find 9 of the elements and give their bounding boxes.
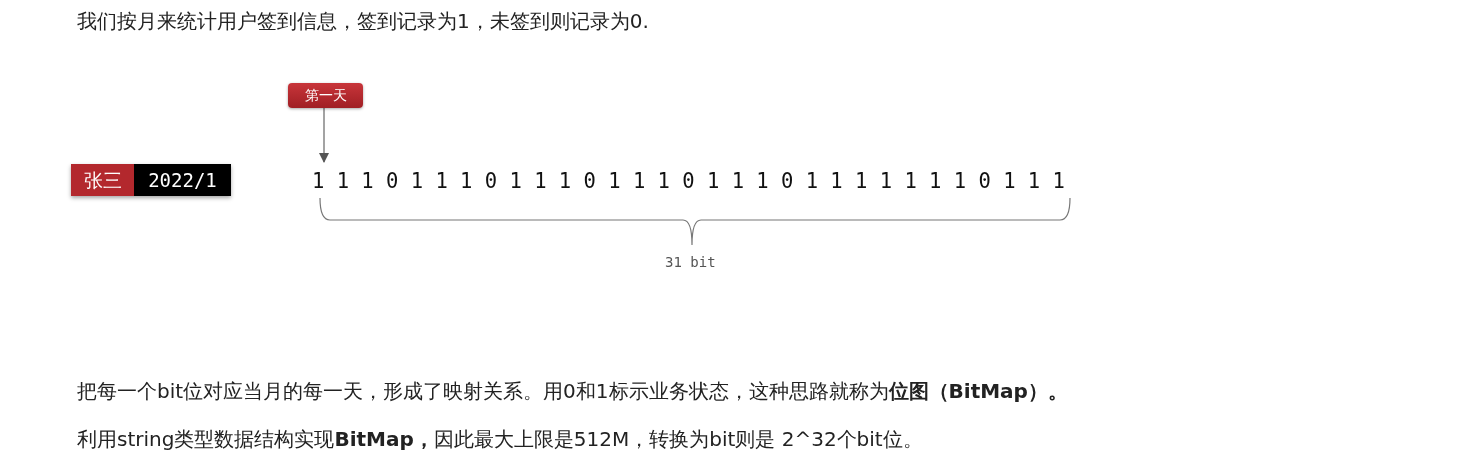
brace-label: 31 bit [665, 254, 716, 270]
month-cell: 2022/1 [134, 164, 231, 196]
name-cell: 张三 [71, 164, 134, 196]
paragraph: 利用string类型数据结构实现BitMap，因此最大上限是512M，转换为bit则是 2^32个bit位。 [77, 426, 923, 453]
arrow [319, 107, 329, 163]
intro-text: 我们按月来统计用户签到信息，签到记录为1，未签到则记录为0. [77, 8, 649, 35]
bit-sequence: 1 1 1 0 1 1 1 0 1 1 1 0 1 1 1 0 1 1 1 0 1 1 1 1 1 1 1 0 1 1 1 [312, 166, 1065, 196]
tag-label: 第一天 [288, 83, 363, 108]
paragraph: 把每一个bit位对应当月的每一天，形成了映射关系。用0和1标示业务状态，这种思路就称为位图（BitMap）。 [77, 378, 1068, 405]
